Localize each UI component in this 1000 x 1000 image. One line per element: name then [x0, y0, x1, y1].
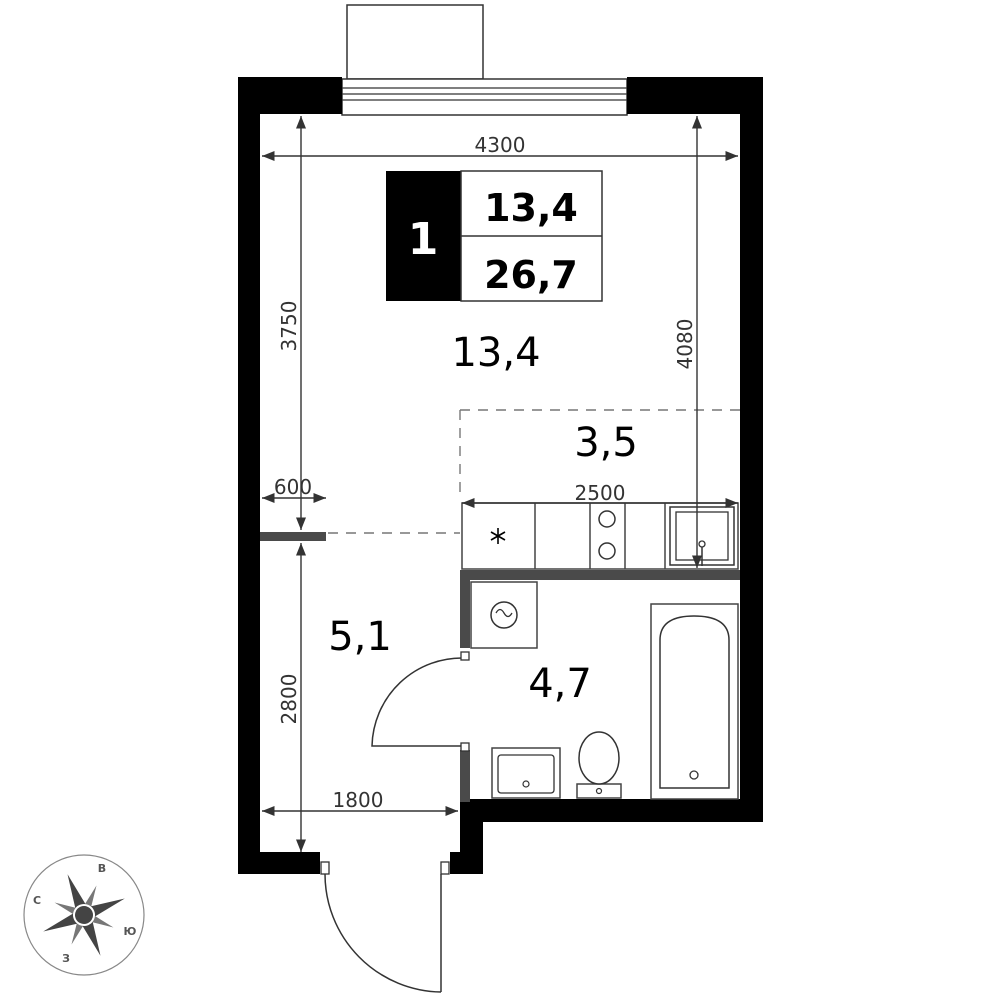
toilet-icon [576, 731, 622, 799]
balcony [341, 4, 628, 116]
entry-door [320, 861, 450, 993]
compass-west-label: З [62, 952, 70, 965]
outer-walls [238, 77, 763, 874]
compass-north-label: С [33, 894, 41, 907]
area-hall: 5,1 [328, 614, 392, 660]
area-living: 13,4 [451, 330, 540, 376]
bathtub-icon [650, 603, 739, 800]
zone-lines [328, 409, 740, 534]
badge-living-area: 13,4 [484, 186, 578, 230]
kitchen-sink-icon [669, 506, 735, 566]
dim-hall-depth: 2800 [277, 674, 301, 725]
dim-living-depth: 3750 [277, 301, 301, 352]
apartment-badge: 1 13,4 26,7 [386, 170, 603, 302]
washing-machine-icon [470, 581, 538, 649]
room-labels: 13,4 3,5 5,1 4,7 [328, 330, 638, 707]
area-bathroom: 4,7 [528, 661, 592, 707]
compass-east-label: В [98, 862, 106, 875]
dim-right-depth: 4080 [673, 319, 697, 370]
dim-wall-offset: 600 [274, 475, 312, 499]
compass-rose-icon: С В Ю З [23, 854, 145, 976]
dimension-labels: 4300 3750 4080 600 2500 2800 1800 [274, 133, 697, 812]
fridge-icon [490, 528, 506, 544]
badge-total-area: 26,7 [484, 253, 578, 297]
compass-south-label: Ю [124, 925, 137, 938]
room-count: 1 [408, 214, 439, 265]
dim-kitchen-width: 2500 [575, 481, 626, 505]
area-kitchen: 3,5 [574, 420, 638, 466]
bathroom-door [371, 651, 470, 752]
partitions [260, 532, 740, 802]
dimension-lines [262, 116, 738, 852]
washbasin-icon [491, 747, 561, 799]
dim-width-total: 4300 [475, 133, 526, 157]
dim-hall-width: 1800 [333, 788, 384, 812]
stove-icon [598, 510, 616, 560]
